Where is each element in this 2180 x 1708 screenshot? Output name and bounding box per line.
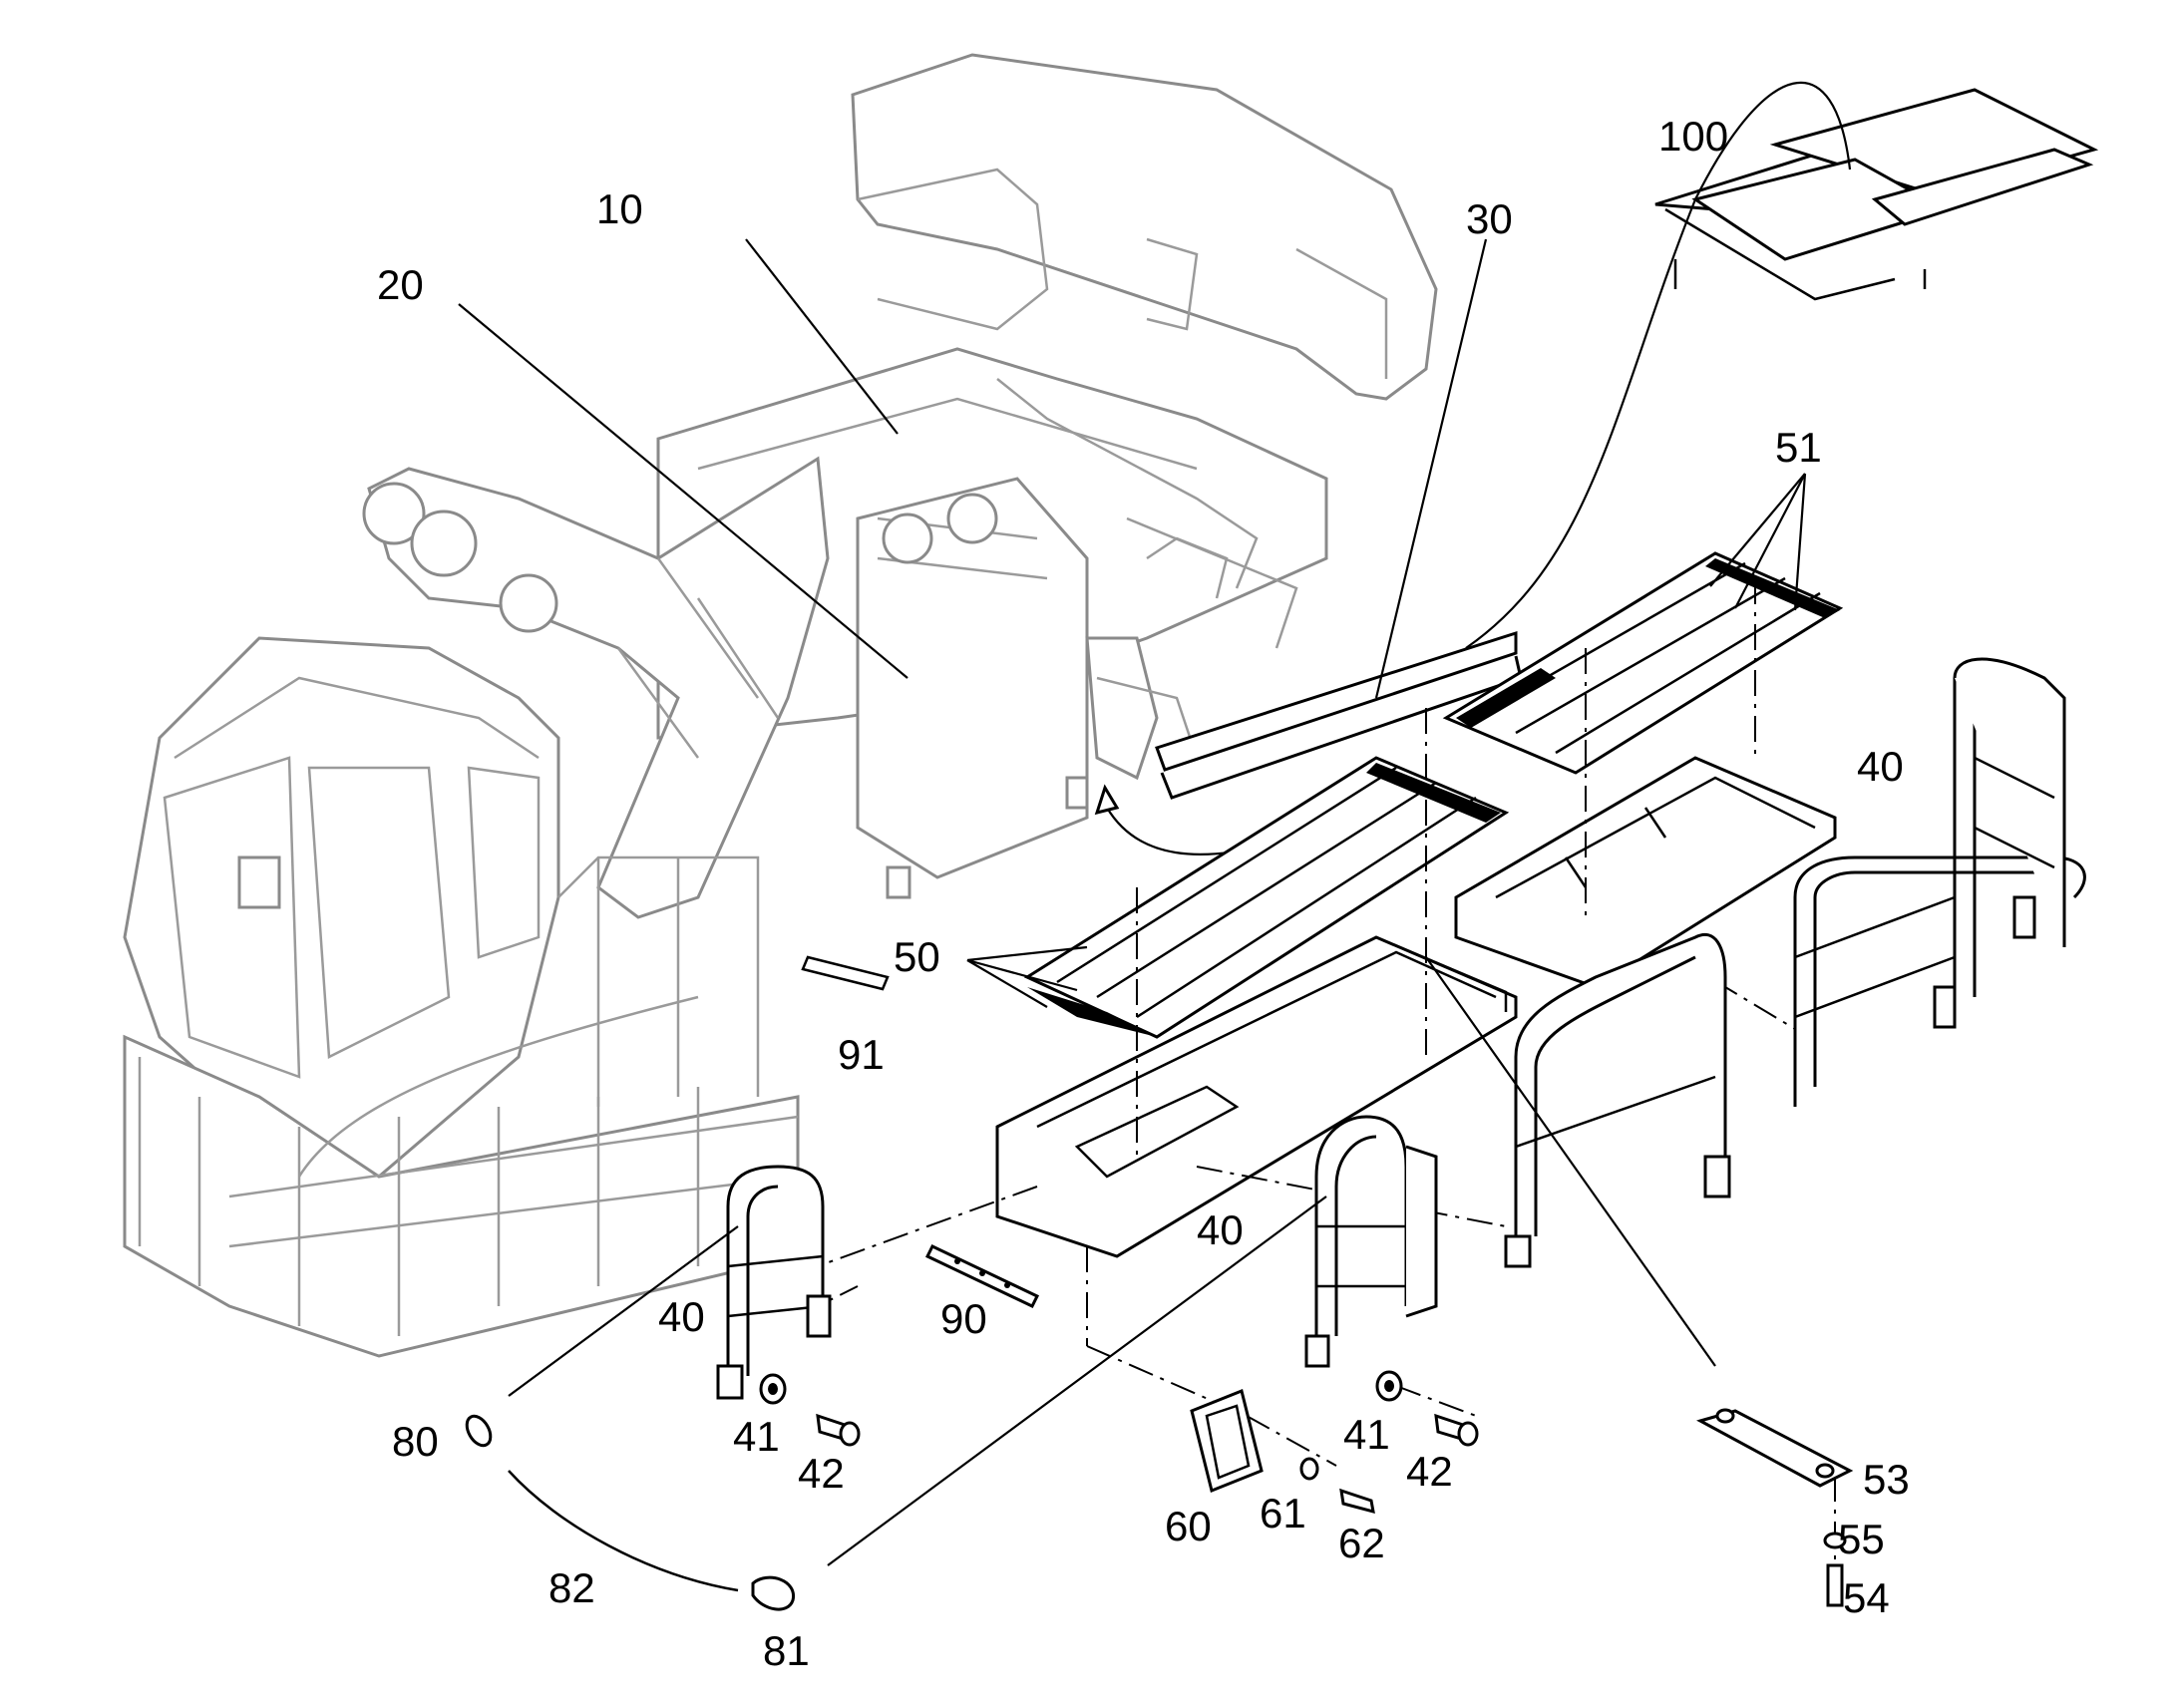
handrail-middle xyxy=(1304,1115,1438,1368)
arrowhead xyxy=(1094,784,1120,816)
callout-53: 53 xyxy=(1863,1456,1910,1503)
callout-20: 20 xyxy=(377,261,424,308)
chain-82 xyxy=(465,1414,795,1611)
callout-42a: 42 xyxy=(798,1450,845,1497)
handrail-left xyxy=(716,1165,832,1400)
bolt-42b xyxy=(1434,1413,1479,1447)
callout-41b: 41 xyxy=(1343,1411,1390,1458)
part-100-cover-plates xyxy=(1654,88,2099,301)
excavator-upper-structure xyxy=(123,53,1438,1358)
washer-41b xyxy=(1375,1370,1403,1402)
callout-40b: 40 xyxy=(1197,1206,1244,1253)
callout-60: 60 xyxy=(1165,1503,1212,1549)
bracket-60 xyxy=(1190,1388,1264,1494)
callout-51: 51 xyxy=(1775,424,1822,471)
callout-100: 100 xyxy=(1658,113,1728,160)
callout-90: 90 xyxy=(940,1295,987,1342)
callout-81: 81 xyxy=(763,1627,810,1674)
washer-41a xyxy=(759,1373,787,1405)
bolt-42a xyxy=(816,1413,861,1447)
callout-62: 62 xyxy=(1338,1520,1385,1566)
callout-40c: 40 xyxy=(658,1293,705,1340)
callout-55: 55 xyxy=(1838,1516,1885,1562)
strip-90 xyxy=(924,1244,1040,1308)
callout-40a: 40 xyxy=(1857,743,1904,790)
step-box-lower xyxy=(995,935,1518,1258)
part-51-treads xyxy=(1442,551,1844,775)
leader-100 xyxy=(1465,81,1852,649)
leader-lines xyxy=(458,238,1807,1566)
callout-82: 82 xyxy=(548,1564,595,1611)
callout-30: 30 xyxy=(1466,195,1513,242)
handrail-center xyxy=(1504,933,1731,1268)
callout-10: 10 xyxy=(596,185,643,232)
handrail-right xyxy=(1793,657,2086,1107)
callout-91: 91 xyxy=(838,1031,885,1078)
part-30-rail xyxy=(1155,630,1523,800)
bolt-62 xyxy=(1339,1488,1375,1515)
plate-53 xyxy=(1696,1408,1854,1488)
step-box-upper xyxy=(1454,756,1837,989)
callout-50: 50 xyxy=(894,933,940,980)
callout-80: 80 xyxy=(392,1418,439,1465)
washer-61 xyxy=(1299,1457,1319,1481)
callout-41a: 41 xyxy=(733,1413,780,1460)
bolt-54 xyxy=(1826,1563,1844,1607)
part-50-treads xyxy=(1023,756,1510,1039)
callout-labels: 10 20 30 100 51 40 50 91 40 40 90 80 41 … xyxy=(377,113,1910,1674)
callout-42b: 42 xyxy=(1406,1448,1453,1495)
washer-55 xyxy=(1823,1532,1847,1549)
callout-54: 54 xyxy=(1843,1574,1890,1621)
callout-61: 61 xyxy=(1260,1490,1306,1537)
